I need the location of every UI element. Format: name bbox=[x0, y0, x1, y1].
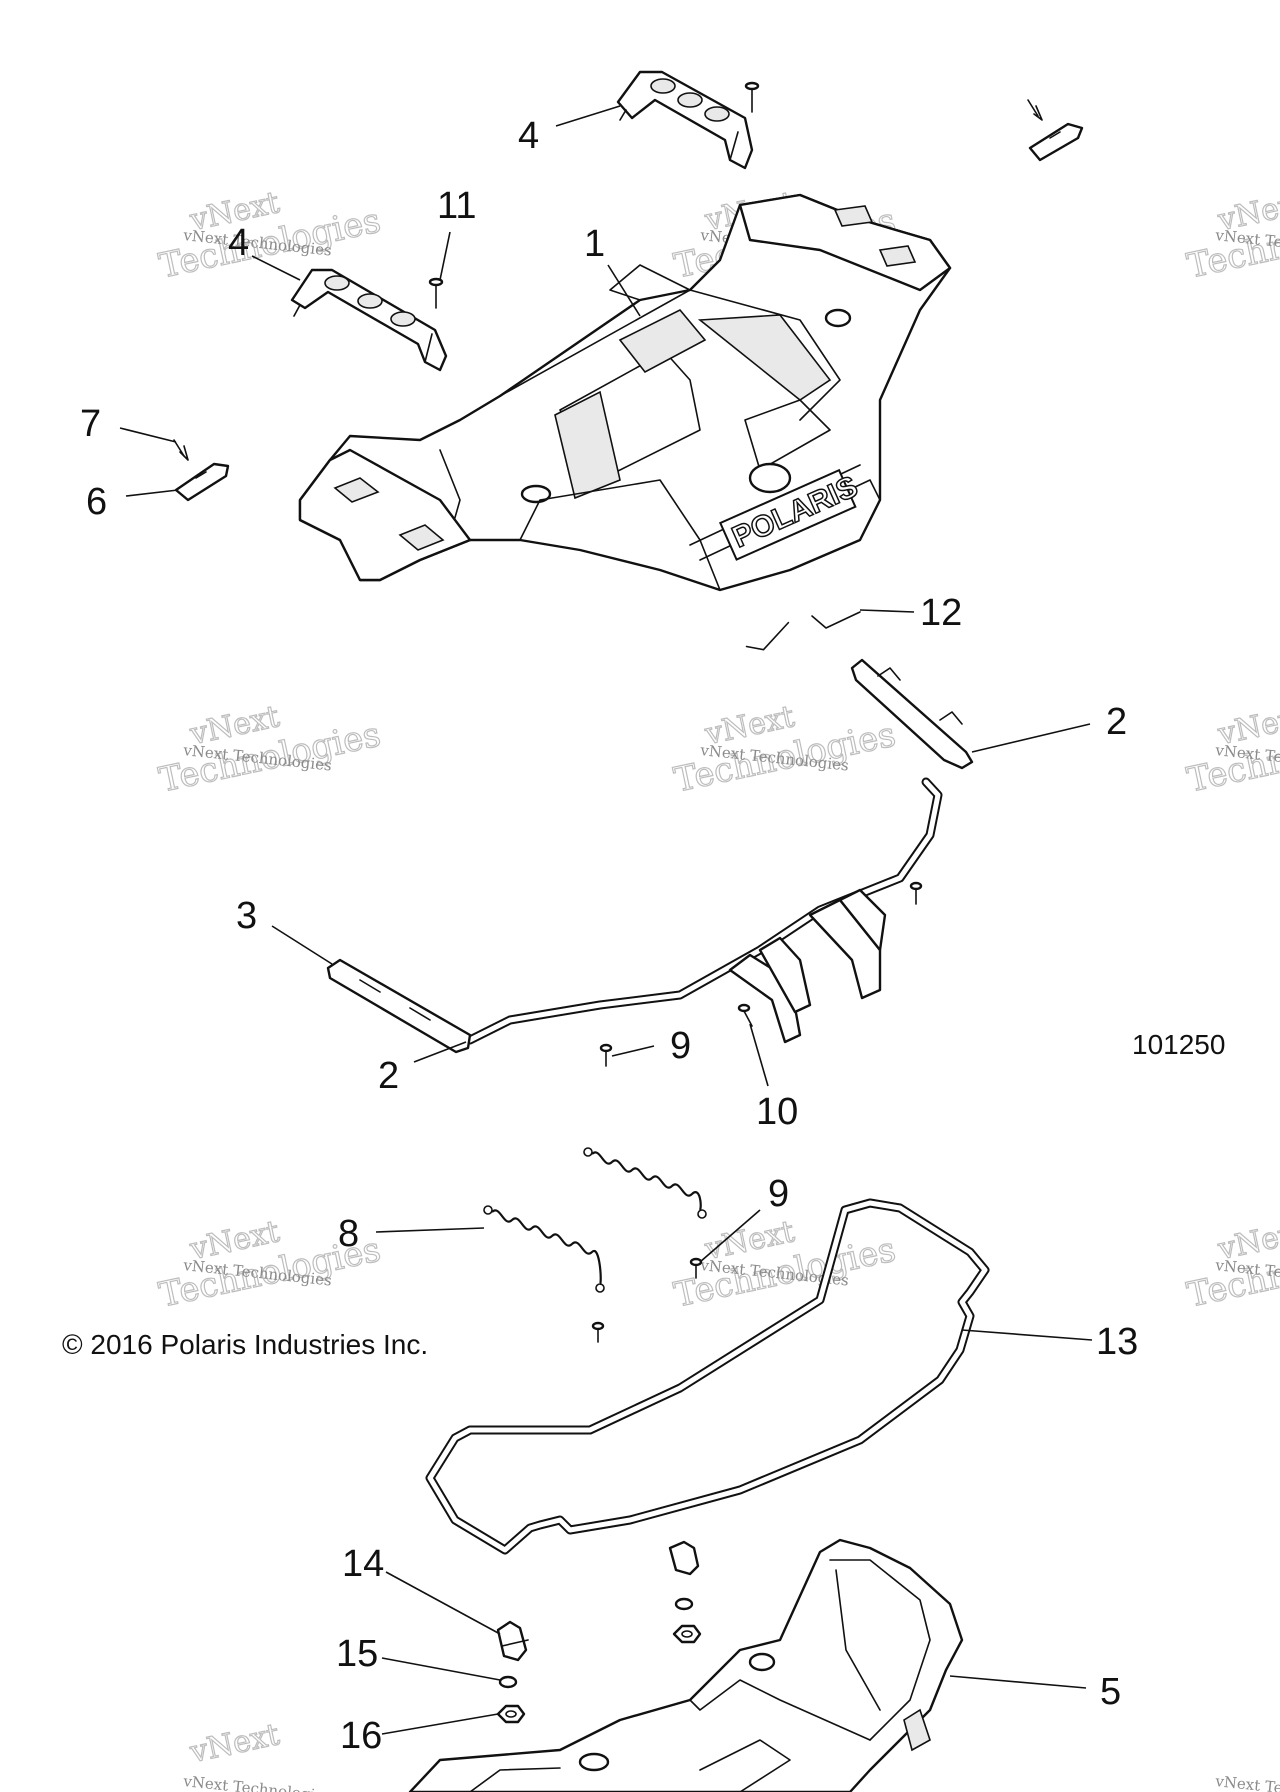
callout-9: 9 bbox=[670, 1025, 691, 1067]
callout-14: 14 bbox=[342, 1543, 384, 1585]
callout-8: 8 bbox=[338, 1213, 359, 1255]
leader-15 bbox=[381, 1657, 501, 1681]
leader-11 bbox=[439, 231, 451, 281]
screw-rack-right bbox=[909, 881, 923, 905]
watermark: vNext Technologies bbox=[1183, 699, 1280, 802]
watermark: vNext Technologies bbox=[670, 699, 900, 802]
part-15-washer-b bbox=[674, 1597, 694, 1611]
callout-16: 16 bbox=[340, 1715, 382, 1757]
leader-16 bbox=[381, 1713, 499, 1735]
figure-number: 101250 bbox=[1132, 1029, 1225, 1060]
callout-2: 2 bbox=[1106, 701, 1127, 743]
leader-9a bbox=[611, 1045, 655, 1057]
leader-6 bbox=[125, 489, 179, 497]
callouts: 4 11 4 1 7 6 12 2 3 2 9 10 101250 9 8 © … bbox=[62, 115, 1225, 1757]
callout-5: 5 bbox=[1100, 1671, 1121, 1713]
callout-2: 2 bbox=[378, 1055, 399, 1097]
watermark: vNext bbox=[186, 1717, 283, 1771]
leader-4b bbox=[251, 255, 301, 281]
watermark: vNext Technologies bbox=[1183, 185, 1280, 288]
part-3-rack-bar[interactable] bbox=[326, 658, 974, 1054]
part-16-nut bbox=[496, 1704, 526, 1724]
part-6-latch-right bbox=[1028, 122, 1084, 162]
part-1-front-cab-cover[interactable]: POLARIS bbox=[298, 193, 952, 592]
leader-1 bbox=[607, 264, 641, 317]
part-12-pins bbox=[745, 611, 861, 651]
part-10-screw bbox=[737, 1003, 753, 1027]
part-13-seal[interactable] bbox=[425, 1198, 990, 1555]
part-11-screw bbox=[428, 277, 444, 309]
part-15-washer bbox=[498, 1675, 518, 1689]
callout-13: 13 bbox=[1096, 1321, 1138, 1363]
leader-lines bbox=[119, 105, 1093, 1735]
part-14-clip-b bbox=[668, 1540, 700, 1576]
leader-3 bbox=[271, 925, 333, 965]
callout-4: 4 bbox=[228, 222, 249, 264]
part-6-latch bbox=[174, 462, 230, 502]
part-8-spring-lower[interactable] bbox=[483, 1205, 605, 1293]
part-8-spring-upper bbox=[583, 1147, 707, 1219]
screw-spring-lower bbox=[591, 1321, 605, 1343]
watermark-small: vNext Technologies bbox=[1214, 1772, 1280, 1792]
part-7-pin bbox=[173, 439, 189, 461]
leader-14 bbox=[385, 1571, 501, 1635]
watermark-small: vNext Technologies bbox=[182, 1772, 333, 1792]
leader-5 bbox=[949, 1675, 1087, 1689]
part-14-clip bbox=[496, 1620, 529, 1662]
part-9-screw bbox=[599, 1043, 613, 1067]
callout-6: 6 bbox=[86, 481, 107, 523]
callout-11: 11 bbox=[437, 185, 476, 227]
callout-12: 12 bbox=[920, 592, 962, 634]
leader-2b bbox=[413, 1041, 467, 1063]
callout-3: 3 bbox=[236, 895, 257, 937]
leader-4a bbox=[555, 105, 621, 127]
watermark: vNext Technologies bbox=[1183, 1214, 1280, 1317]
part-4-rack-bracket-upper[interactable] bbox=[616, 70, 754, 170]
callout-1: 1 bbox=[584, 223, 605, 265]
leader-9b bbox=[699, 1209, 761, 1263]
leader-13 bbox=[961, 1329, 1093, 1341]
watermark: vNext Technologies bbox=[155, 699, 385, 802]
part-16-nut-b bbox=[672, 1624, 702, 1644]
copyright-notice: © 2016 Polaris Industries Inc. bbox=[62, 1329, 428, 1360]
leader-12 bbox=[859, 609, 915, 613]
callout-4: 4 bbox=[518, 115, 539, 157]
callout-15: 15 bbox=[336, 1633, 378, 1675]
leader-2a bbox=[971, 723, 1091, 753]
callout-7: 7 bbox=[80, 403, 101, 445]
part-4-rack-bracket-left[interactable] bbox=[290, 268, 448, 372]
callout-10: 10 bbox=[756, 1091, 798, 1133]
leader-7 bbox=[119, 427, 177, 443]
watermark-line1: vNext bbox=[186, 1717, 282, 1770]
screw-upper-rack bbox=[744, 81, 760, 113]
part-5-storage-tub[interactable] bbox=[408, 1538, 964, 1792]
part-7-pin-right bbox=[1027, 99, 1043, 121]
callout-9: 9 bbox=[768, 1173, 789, 1215]
leader-8 bbox=[375, 1227, 485, 1233]
leader-10 bbox=[749, 1023, 769, 1087]
